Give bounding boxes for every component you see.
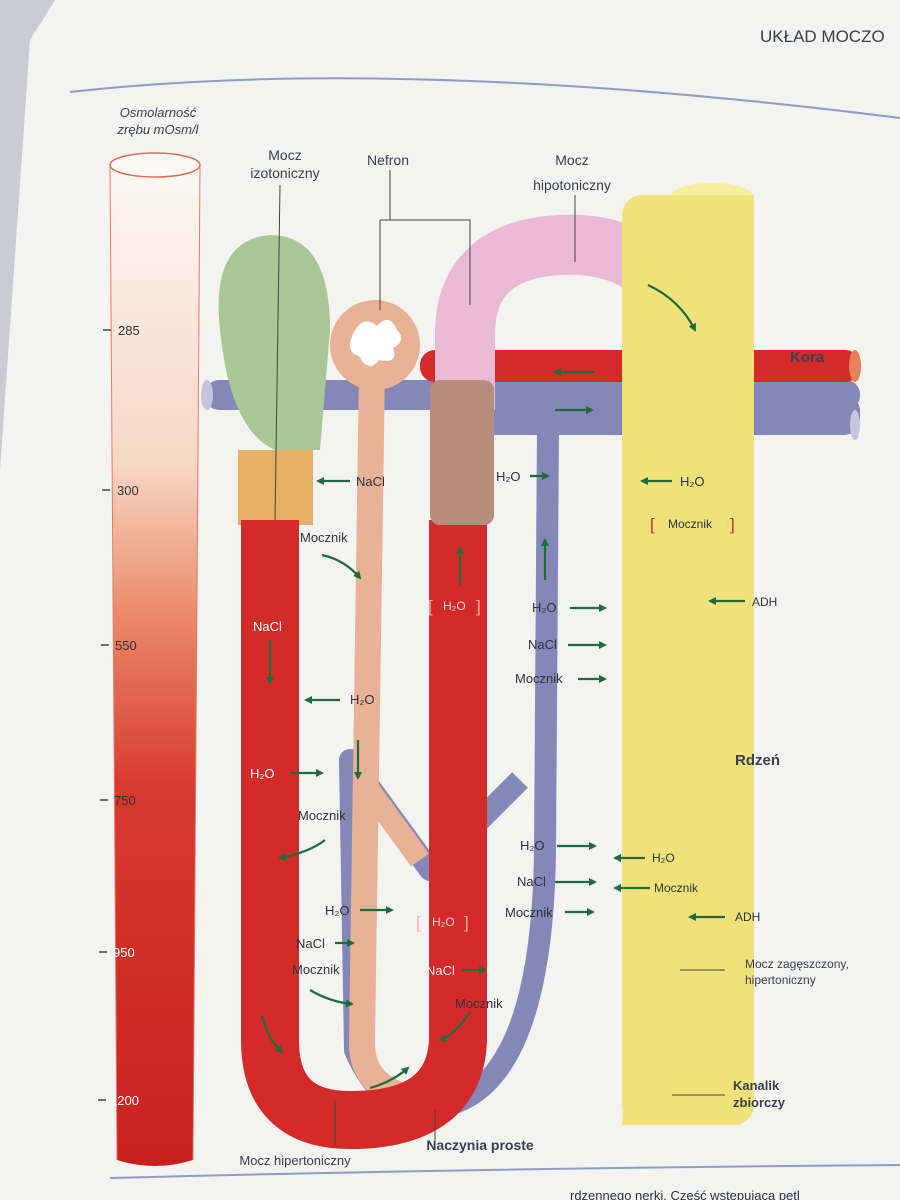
- h2o-bracket-1: H₂O: [443, 599, 466, 613]
- footer-rule: [109, 1164, 900, 1179]
- page-shadow: [0, 0, 55, 470]
- adh-2: ADH: [735, 910, 760, 924]
- scale-title-2: zrębu mOsm/l: [117, 122, 200, 137]
- label-mocz-hipotoniczny-2: hipotoniczny: [533, 177, 611, 193]
- h2o-1: H₂O: [496, 469, 521, 484]
- tick-300: 300: [117, 483, 139, 498]
- mocznik-6: Mocznik: [292, 962, 340, 977]
- svg-text:]: ]: [476, 597, 481, 616]
- footer-text: rdzennego nerki. Część wstępująca pętl: [570, 1188, 800, 1200]
- label-mocz-hipertoniczny: Mocz hipertoniczny: [239, 1153, 351, 1168]
- svg-text:]: ]: [730, 515, 735, 534]
- h2o-2: H₂O: [680, 474, 705, 489]
- label-kanalik-2: zbiorczy: [733, 1095, 786, 1110]
- label-kanalik-1: Kanalik: [733, 1078, 780, 1093]
- label-mocz-izotoniczny-2: izotoniczny: [250, 165, 319, 181]
- tick-285: 285: [118, 323, 140, 338]
- label-rdzen: Rdzeń: [735, 752, 780, 769]
- label-nefron: Nefron: [367, 152, 409, 168]
- tick-750: 750: [114, 793, 136, 808]
- osmolarity-scale-bar: [110, 165, 200, 1166]
- substance-labels: NaCl H₂O H₂O Mocznik Mocznik [ ] H₂O [ ]…: [250, 469, 777, 1011]
- nacl-2: NaCl: [528, 637, 557, 652]
- svg-text:[: [: [416, 913, 421, 932]
- nacl-4: NaCl: [517, 874, 546, 889]
- proximal-tubule: [218, 235, 330, 450]
- nacl-6: NaCl: [426, 963, 455, 978]
- scale-title-1: Osmolarność: [120, 105, 197, 120]
- svg-text:[: [: [428, 597, 433, 616]
- mocznik-4: Mocznik: [505, 905, 553, 920]
- h2o-5: H₂O: [250, 766, 275, 781]
- label-naczynia-proste: Naczynia proste: [426, 1137, 534, 1153]
- label-mocz-zageszczony-2: hipertoniczny: [745, 973, 816, 987]
- svg-text:[: [: [650, 515, 655, 534]
- tick-1200: 1200: [110, 1093, 139, 1108]
- adh-1: ADH: [752, 595, 777, 609]
- mocznik-bracket: Mocznik: [668, 517, 713, 531]
- mocznik-2: Mocznik: [515, 671, 563, 686]
- h2o-6: H₂O: [520, 838, 545, 853]
- h2o-7: H₂O: [652, 851, 675, 865]
- transport-arrows: [260, 284, 745, 1090]
- mocznik-7: Mocznik: [455, 996, 503, 1011]
- glomerulus: [330, 300, 420, 390]
- label-mocz-zageszczony-1: Mocz zagęszczony,: [745, 957, 849, 971]
- h2o-8: H₂O: [325, 903, 350, 918]
- nacl-3: NaCl: [253, 619, 282, 634]
- running-title: UKŁAD MOCZO: [760, 27, 885, 46]
- tick-950: 950: [113, 945, 135, 960]
- loop-of-henle: [241, 520, 487, 1150]
- label-mocz-hipotoniczny-1: Mocz: [555, 152, 588, 168]
- distal-straight: [430, 380, 494, 525]
- label-kora: Kora: [790, 349, 825, 366]
- h2o-4: H₂O: [350, 692, 375, 707]
- scale-top-cap: [109, 152, 201, 178]
- nacl-5: NaCl: [296, 936, 325, 951]
- svg-text:]: ]: [464, 913, 469, 932]
- label-mocz-izotoniczny-1: Mocz: [268, 147, 301, 163]
- h2o-3: H₂O: [532, 600, 557, 615]
- tick-550: 550: [115, 638, 137, 653]
- scale-ticks: 285 300 550 750 950 1200: [98, 323, 140, 1108]
- leader-lines: [274, 170, 725, 1145]
- h2o-bracket-2: H₂O: [432, 915, 455, 929]
- mocznik-5: Mocznik: [654, 881, 699, 895]
- mocznik-3: Mocznik: [298, 808, 346, 823]
- header-rule: [69, 77, 900, 119]
- mocznik-1: Mocznik: [300, 530, 348, 545]
- nacl-1: NaCl: [356, 474, 385, 489]
